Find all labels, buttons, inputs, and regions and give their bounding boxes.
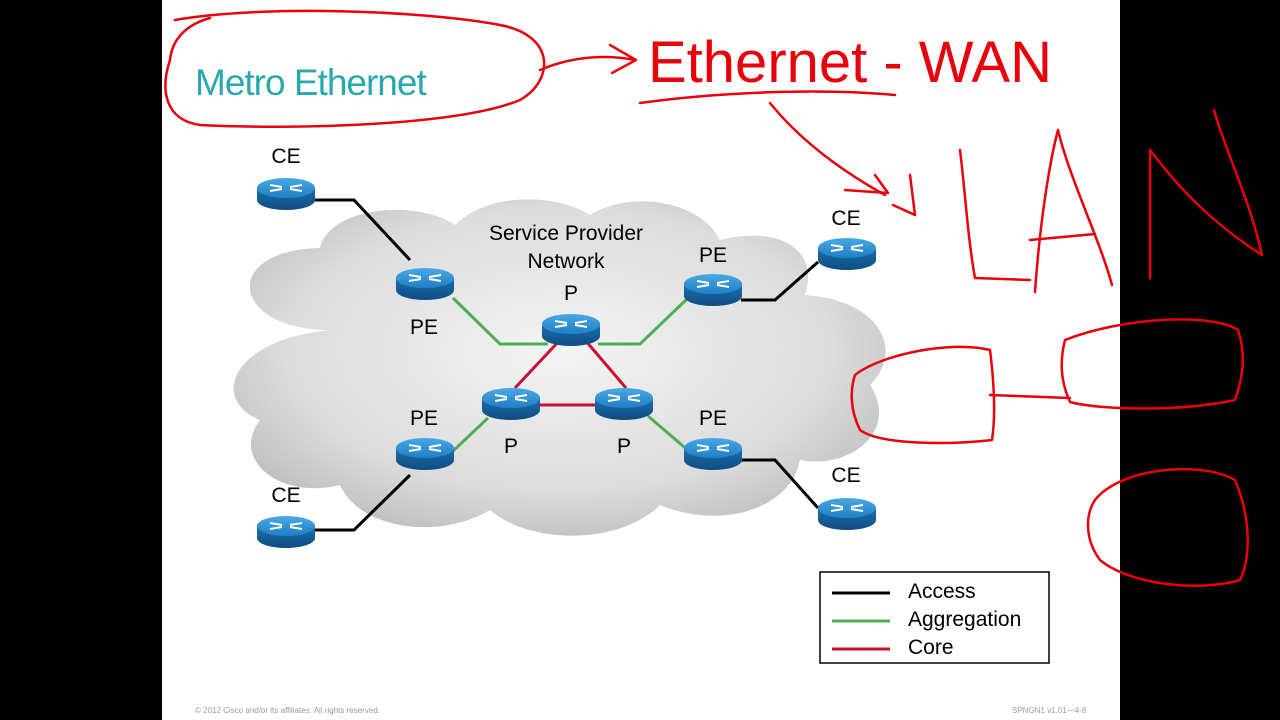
link-aggregation-p-top-pe-tr <box>598 296 690 346</box>
link-core-p-top-p-right <box>583 339 628 389</box>
label-p-top: P <box>564 282 578 305</box>
legend-label-core: Core <box>908 636 954 659</box>
hand-annotations <box>164 9 1264 587</box>
router-icon <box>395 267 455 301</box>
router-icon <box>817 497 877 531</box>
annotation-heading-underline <box>638 90 897 105</box>
link-access-bottom-left <box>314 473 412 532</box>
node-labels: CE PE P PE CE PE P P PE CE CE Service Pr… <box>271 145 860 507</box>
footer-course-code: SPNGN1 v1.01—4-8 <box>1012 706 1087 715</box>
label-p-right: P <box>617 435 631 458</box>
cloud-label-line2: Network <box>527 250 605 273</box>
router-icon <box>594 387 654 421</box>
legend-label-access: Access <box>908 580 976 603</box>
annotation-letter-l <box>958 148 1032 282</box>
label-pe-bottom-left: PE <box>410 407 438 430</box>
label-pe-top-right: PE <box>699 244 727 267</box>
router-icon <box>541 313 601 347</box>
label-ce-bottom-left: CE <box>271 484 300 507</box>
link-access-top-right <box>741 260 819 302</box>
router-icon <box>256 177 316 211</box>
annotation-oval-sketch <box>1086 467 1249 587</box>
link-aggregation-p-right-pe-br <box>647 414 691 454</box>
router-icon <box>481 387 541 421</box>
footer-copyright: © 2012 Cisco and/or its affiliates. All … <box>195 706 380 715</box>
annotation-heading: Ethernet - WAN <box>648 30 1052 95</box>
label-pe-bottom-right: PE <box>699 407 727 430</box>
annotation-letter-a <box>1033 128 1114 294</box>
label-p-left: P <box>504 435 518 458</box>
router-icon <box>683 437 743 471</box>
legend: Access Aggregation Core <box>819 571 1050 664</box>
annotation-box-sketch <box>850 345 996 445</box>
legend-label-aggregation: Aggregation <box>908 608 1021 631</box>
label-pe-top-left: PE <box>410 316 438 339</box>
link-access-bottom-right <box>741 458 820 510</box>
label-ce-top-right: CE <box>831 207 860 230</box>
annotation-arrow-to-heading <box>538 55 637 72</box>
label-ce-bottom-right: CE <box>831 464 860 487</box>
link-access-top-left <box>314 198 412 262</box>
link-aggregation-pe-bl-p-left <box>451 416 490 453</box>
label-ce-top-left: CE <box>271 145 300 168</box>
router-icon <box>817 237 877 271</box>
annotation-letter-n <box>1148 108 1264 280</box>
cloud-label-line1: Service Provider <box>489 222 643 245</box>
link-aggregation-pe-tl-p-top <box>451 296 548 346</box>
link-core-p-top-p-left <box>513 338 562 390</box>
slide-title: Metro Ethernet <box>195 62 427 103</box>
router-icon <box>395 437 455 471</box>
router-icon <box>683 273 743 307</box>
router-icon <box>256 515 316 549</box>
links <box>314 198 820 532</box>
annotation-arrow-to-lan <box>768 101 887 197</box>
annotation-title-circle <box>164 9 546 128</box>
